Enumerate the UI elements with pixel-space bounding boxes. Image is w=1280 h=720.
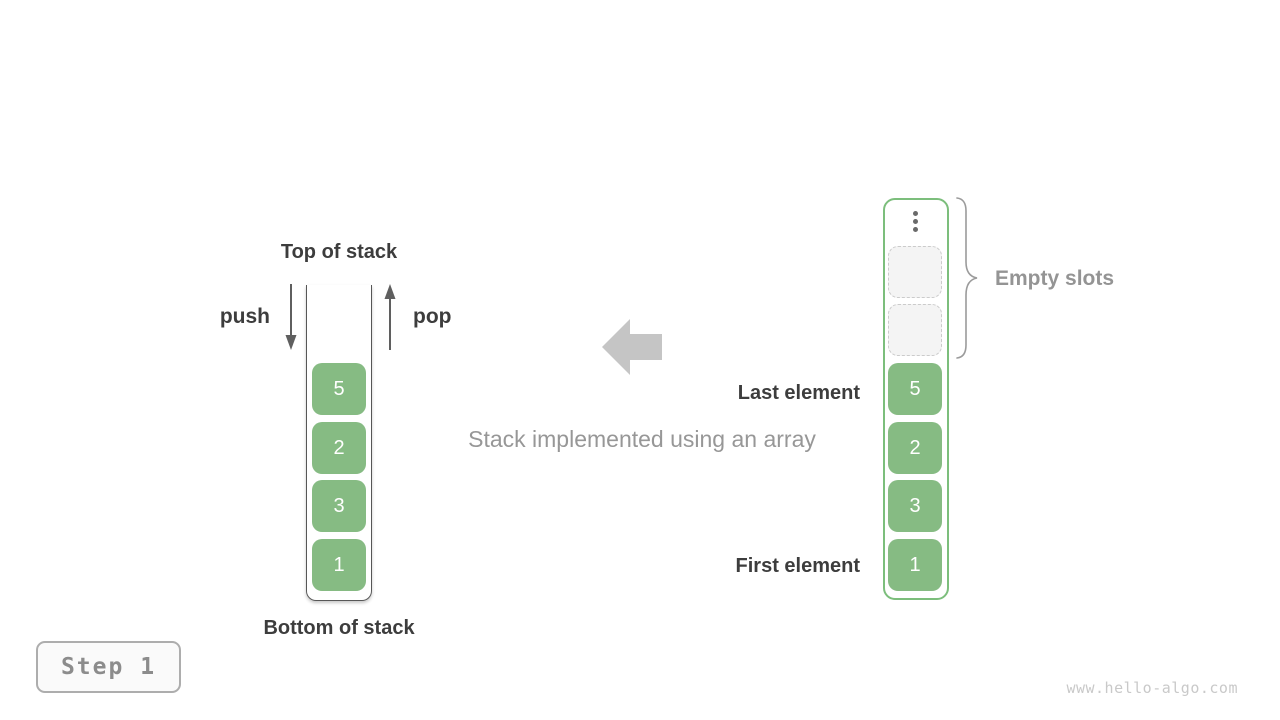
- empty-slot: [888, 304, 942, 356]
- push-label: push: [219, 305, 270, 328]
- empty-slot: [888, 246, 942, 298]
- stack-container: [306, 285, 372, 601]
- pop-label: pop: [413, 305, 452, 328]
- stack-cell: 5: [312, 363, 366, 415]
- pop-up-arrow-icon: [384, 284, 396, 350]
- array-cell: 5: [888, 363, 942, 415]
- stack-cell: 1: [312, 539, 366, 591]
- array-cell: 1: [888, 539, 942, 591]
- left-block-arrow-icon: [602, 319, 662, 375]
- last-element-label: Last element: [737, 382, 860, 404]
- stack-cell: 3: [312, 480, 366, 532]
- top-of-stack-label: Top of stack: [280, 241, 398, 263]
- diagram-caption: Stack implemented using an array: [468, 426, 816, 452]
- vertical-ellipsis-icon: [913, 211, 918, 232]
- step-badge: Step 1: [36, 641, 181, 693]
- stack-cell: 2: [312, 422, 366, 474]
- empty-slots-label: Empty slots: [995, 267, 1115, 290]
- push-down-arrow-icon: [285, 284, 297, 350]
- first-element-label: First element: [735, 555, 860, 577]
- array-cell: 2: [888, 422, 942, 474]
- bottom-of-stack-label: Bottom of stack: [263, 617, 415, 639]
- curly-brace-icon: [956, 197, 978, 359]
- array-cell: 3: [888, 480, 942, 532]
- watermark: www.hello-algo.com: [1066, 679, 1238, 697]
